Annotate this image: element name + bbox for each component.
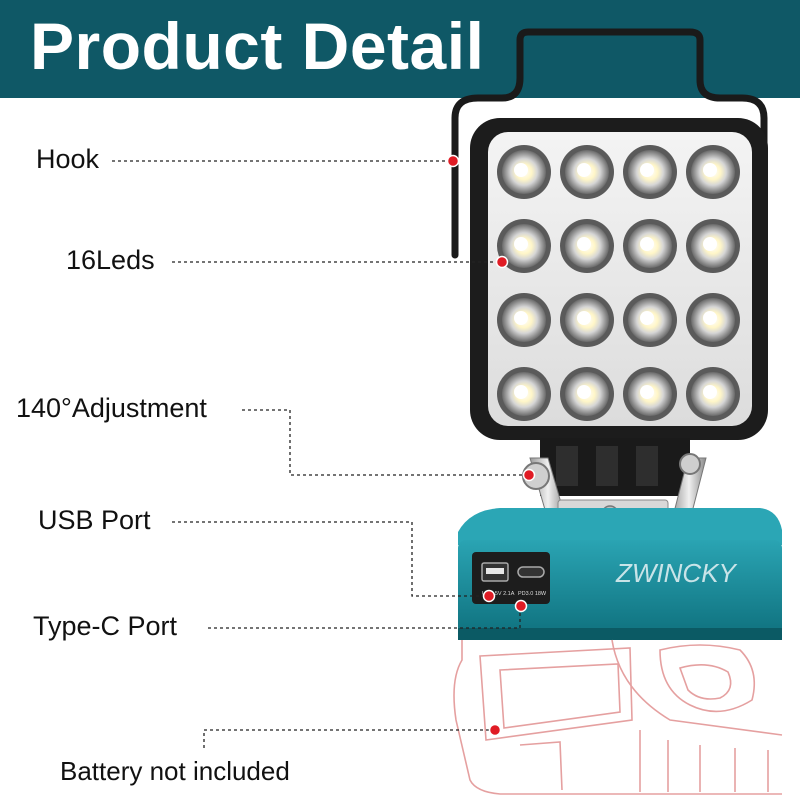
label-usb-port: USB Port [38, 505, 151, 535]
leader-lines [112, 160, 528, 748]
marker-leds [495, 255, 509, 269]
led-core [577, 311, 591, 325]
leader-adjustment [242, 409, 528, 476]
type-c-port-label: PD3.0 18W [518, 591, 547, 597]
led-core [703, 311, 717, 325]
leader-type-c [208, 606, 521, 629]
marker-usb [482, 589, 496, 603]
led-core [703, 163, 717, 177]
brand-watermark: ZWINCKY [615, 558, 738, 588]
adjust-knob-right [679, 453, 701, 475]
led-core [703, 385, 717, 399]
led-core [514, 237, 528, 251]
led-core [577, 237, 591, 251]
marker-type-c [514, 599, 528, 613]
battery-outline [453, 639, 783, 795]
led-core [514, 385, 528, 399]
marker-hook [446, 154, 460, 168]
leader-battery [203, 729, 494, 748]
led-core [640, 385, 654, 399]
lamp-face [488, 132, 752, 426]
led-core [577, 163, 591, 177]
page-title: Product Detail [30, 9, 485, 83]
led-core [514, 311, 528, 325]
label-hook: Hook [36, 144, 100, 174]
label-battery: Battery not included [60, 756, 290, 786]
label-type-c-port: Type-C Port [33, 611, 178, 641]
usb-port-label: USB 5V 2.1A [482, 591, 515, 597]
led-grid [497, 145, 740, 421]
title-banner: Product Detail [0, 0, 800, 98]
type-c-port [517, 566, 545, 578]
led-core [514, 163, 528, 177]
callout-markers [446, 154, 536, 737]
marker-battery [488, 723, 502, 737]
led-core [703, 237, 717, 251]
label-adjustment: 140°Adjustment [16, 393, 207, 423]
handle-bar [451, 28, 768, 259]
led-core [640, 163, 654, 177]
led-core [640, 237, 654, 251]
led-core [640, 311, 654, 325]
led-core [577, 385, 591, 399]
leader-usb [172, 521, 488, 597]
adapter-top [458, 508, 782, 545]
marker-adjustment [522, 468, 536, 482]
label-leds: 16Leds [66, 245, 155, 275]
